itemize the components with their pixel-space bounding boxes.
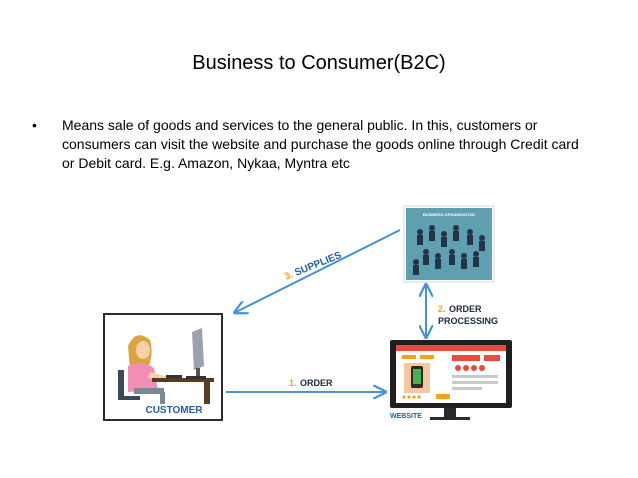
slide-title: Business to Consumer(B2C) [192, 52, 446, 74]
person-at-computer-icon [118, 328, 214, 404]
customer-label: CUSTOMER [145, 405, 203, 416]
supplies-number: 3. [283, 269, 295, 282]
website-label: WEBSITE [390, 413, 422, 420]
people-group-icon [413, 225, 485, 275]
customer-image: CUSTOMER [103, 313, 223, 421]
business-organization-label: BUSINESS ORGANIZATION [423, 212, 475, 217]
business-organization-image: BUSINESS ORGANIZATION [403, 205, 495, 283]
rating-stars-icon [402, 395, 421, 399]
bullet-symbol: • [32, 117, 37, 133]
order-label: ORDER [300, 378, 333, 388]
bullet-point: • Means sale of goods and services to th… [32, 116, 592, 173]
processing-number: 2. [438, 304, 446, 314]
supplies-arrow [236, 229, 401, 312]
order-number: 1. [289, 378, 297, 388]
bullet-text: Means sale of goods and services to the … [62, 117, 579, 171]
website-monitor-image [390, 340, 512, 420]
processing-line1: ORDER [449, 304, 482, 314]
supplies-label-group: 3. SUPPLIES [283, 250, 343, 283]
processing-line2: PROCESSING [438, 316, 498, 326]
supplies-label: SUPPLIES [293, 250, 343, 279]
